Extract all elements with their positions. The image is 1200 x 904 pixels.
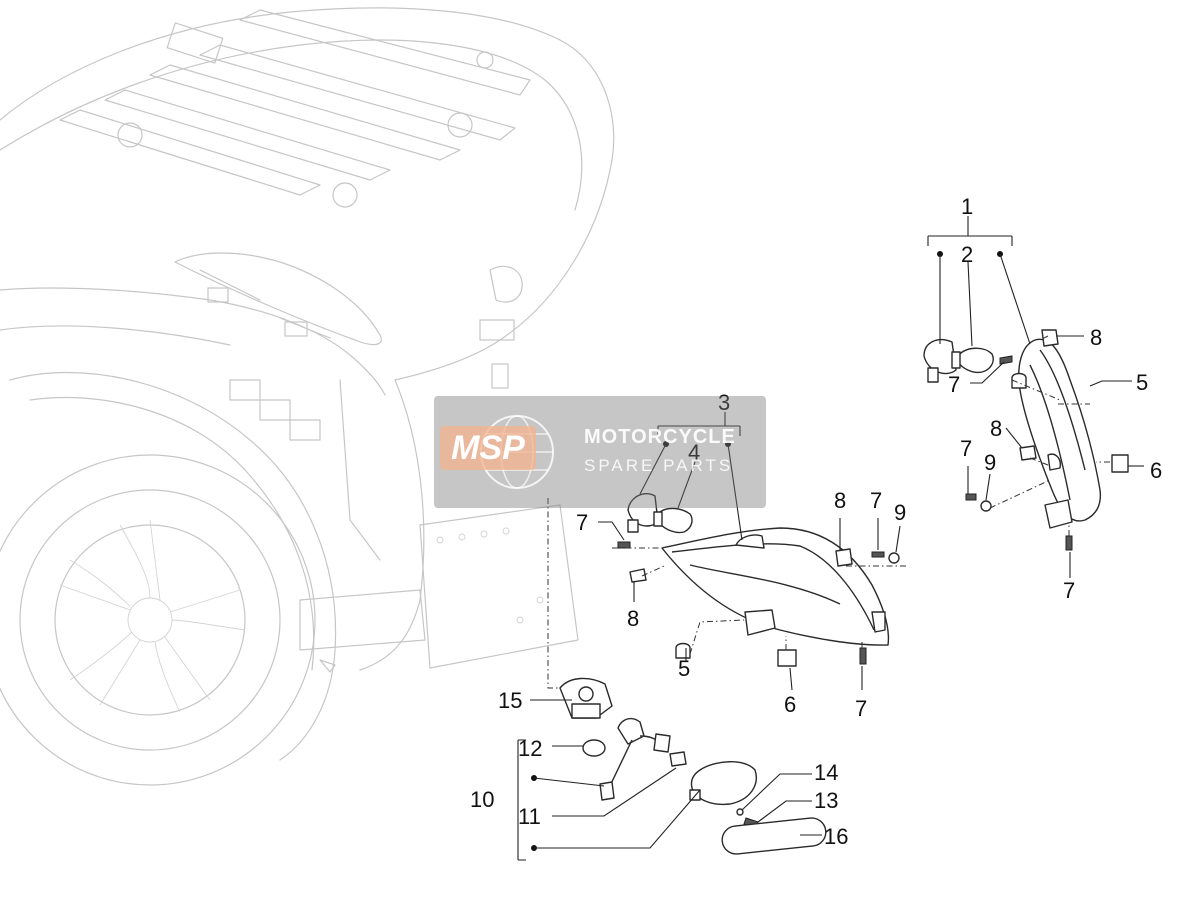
callout-labels: 1 2 3 4 5 5 6 6 7 7 7 7 7 7 8 8 8 8 9 9 … bbox=[470, 194, 1162, 849]
callout-9-right: 9 bbox=[984, 450, 996, 475]
callout-5-right: 5 bbox=[1136, 370, 1148, 395]
watermark: MSP MOTORCYCLE SPARE PARTS bbox=[434, 396, 766, 508]
callout-12: 12 bbox=[518, 736, 542, 761]
callout-13: 13 bbox=[814, 788, 838, 813]
assembly-lines bbox=[547, 335, 1110, 689]
callout-6-left: 6 bbox=[784, 692, 796, 717]
reflector bbox=[721, 817, 827, 855]
plate-light-holder bbox=[559, 677, 613, 719]
callout-11: 11 bbox=[518, 804, 541, 829]
callout-8-right-a: 8 bbox=[1090, 325, 1102, 350]
callout-4: 4 bbox=[688, 440, 700, 465]
callout-5-left: 5 bbox=[678, 656, 690, 681]
callout-8-left-a: 8 bbox=[834, 488, 846, 513]
right-tail-light-assembly bbox=[1018, 338, 1102, 529]
grommet bbox=[582, 739, 606, 757]
left-tail-light-assembly bbox=[661, 527, 890, 646]
callout-8-right-b: 8 bbox=[990, 416, 1002, 441]
callout-9-left: 9 bbox=[894, 500, 906, 525]
watermark-line-1: MOTORCYCLE bbox=[584, 426, 736, 448]
watermark-badge: MSP bbox=[440, 426, 536, 470]
watermark-line-2: SPARE PARTS bbox=[584, 456, 734, 475]
plate-light-lens bbox=[689, 761, 757, 806]
callout-15: 15 bbox=[498, 688, 522, 713]
callout-7-left-a: 7 bbox=[576, 510, 588, 535]
callout-7-right-c: 7 bbox=[1063, 578, 1075, 603]
callout-1: 1 bbox=[961, 194, 973, 219]
leader-lines bbox=[517, 216, 1144, 861]
right-bulb bbox=[951, 347, 994, 374]
left-bulb-holder bbox=[627, 492, 659, 533]
callout-7-left-b: 7 bbox=[870, 488, 882, 513]
callout-3: 3 bbox=[718, 390, 730, 415]
vehicle-ghost-outline bbox=[0, 7, 615, 786]
callout-14: 14 bbox=[814, 760, 838, 785]
left-bulb bbox=[653, 507, 693, 534]
callout-7-right-a: 7 bbox=[948, 372, 960, 397]
right-fasteners bbox=[965, 329, 1129, 551]
callout-7-left-c: 7 bbox=[855, 696, 867, 721]
callout-7-right-b: 7 bbox=[960, 436, 972, 461]
cable-harness bbox=[599, 717, 687, 801]
callout-16: 16 bbox=[824, 824, 848, 849]
callout-8-left-b: 8 bbox=[627, 606, 639, 631]
left-fasteners bbox=[617, 541, 900, 667]
callout-6-right: 6 bbox=[1150, 458, 1162, 483]
callout-2: 2 bbox=[961, 242, 973, 267]
callout-10: 10 bbox=[470, 787, 494, 812]
